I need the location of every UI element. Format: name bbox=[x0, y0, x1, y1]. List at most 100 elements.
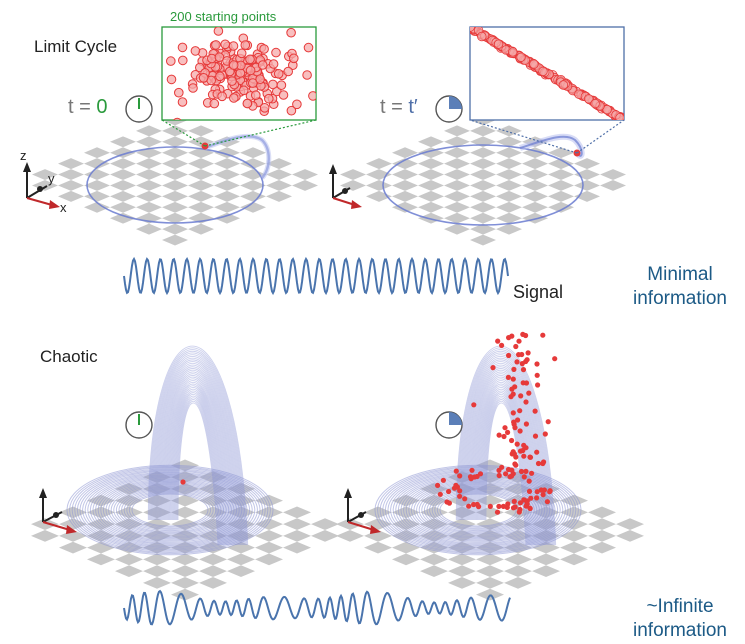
attractor-lobe bbox=[473, 380, 539, 546]
checker-tile bbox=[199, 553, 227, 566]
checker-tile bbox=[392, 541, 420, 554]
start-point-marker bbox=[303, 42, 314, 53]
converged-point-marker bbox=[558, 80, 569, 90]
start-point-marker bbox=[286, 27, 296, 38]
attractor-lobe bbox=[174, 397, 222, 546]
start-point-marker bbox=[268, 79, 278, 90]
attractor-lobe bbox=[164, 376, 232, 546]
time-label-t0-prefix: t = bbox=[68, 96, 97, 118]
start-point-marker bbox=[211, 40, 221, 50]
attractor-ring bbox=[76, 469, 264, 551]
checker-tile bbox=[496, 190, 522, 202]
chaotic-point-marker bbox=[534, 449, 540, 455]
converged-point-marker bbox=[470, 27, 475, 32]
checker-tile bbox=[588, 541, 616, 554]
checker-tile bbox=[31, 530, 59, 542]
checker-tile bbox=[84, 158, 110, 170]
checker-tile bbox=[266, 158, 292, 170]
checker-tile bbox=[266, 169, 292, 180]
checker-tile bbox=[418, 158, 444, 170]
converged-point-marker bbox=[538, 66, 548, 77]
chaotic-point-marker bbox=[523, 421, 530, 427]
attractor-lobe bbox=[173, 395, 223, 546]
checker-tile bbox=[162, 212, 188, 224]
attractor-lobe bbox=[157, 364, 239, 546]
attractor-ring bbox=[108, 483, 232, 537]
chaotic-point-marker bbox=[435, 482, 441, 488]
chaotic-point-marker bbox=[521, 497, 527, 503]
attractor-ring bbox=[128, 492, 212, 528]
checker-tile bbox=[214, 190, 240, 202]
chaotic-point-marker bbox=[547, 488, 553, 494]
chaotic-point-marker bbox=[544, 499, 551, 505]
chaotic-point-marker bbox=[535, 382, 541, 388]
start-point-marker bbox=[227, 76, 237, 86]
checker-tile bbox=[110, 158, 136, 170]
chaotic-point-marker bbox=[516, 338, 522, 344]
chaotic-point-marker bbox=[523, 445, 529, 451]
chaotic-point-marker bbox=[514, 359, 520, 365]
checker-tile bbox=[214, 212, 240, 224]
start-point-marker bbox=[198, 73, 209, 83]
attractor-ring bbox=[66, 464, 274, 556]
chaotic-point-marker bbox=[518, 393, 524, 399]
start-point-marker bbox=[245, 65, 256, 76]
checker-tile bbox=[340, 169, 366, 180]
attractor-lobe bbox=[458, 350, 554, 546]
chaotic-point-marker bbox=[540, 492, 546, 498]
checker-tile bbox=[588, 518, 616, 530]
chaotic-point-marker bbox=[525, 350, 531, 356]
chaotic-point-marker bbox=[528, 495, 534, 501]
checker-tile bbox=[418, 169, 444, 180]
start-point-marker bbox=[173, 117, 182, 120]
start-point-marker bbox=[286, 105, 297, 116]
checker-tile bbox=[162, 147, 188, 159]
checker-tile bbox=[162, 125, 188, 137]
chaotic-point-marker bbox=[471, 402, 477, 408]
attractor-ring bbox=[379, 467, 577, 553]
xyz-axes-icon-4 bbox=[344, 488, 381, 534]
checker-tile bbox=[548, 201, 574, 213]
chaotic-point-marker bbox=[513, 343, 519, 350]
checker-tile bbox=[496, 136, 522, 148]
checker-tile bbox=[392, 190, 418, 202]
checker-tile bbox=[136, 223, 162, 235]
checker-tile bbox=[162, 169, 188, 180]
infinite-info-line-2: information bbox=[633, 620, 727, 641]
attractor-lobe bbox=[167, 383, 229, 546]
start-point-marker bbox=[190, 46, 201, 56]
attractor-ring bbox=[71, 467, 269, 553]
checker-tile bbox=[162, 223, 188, 235]
checker-tile bbox=[470, 201, 496, 213]
attractor-ring bbox=[416, 483, 540, 537]
start-point-marker bbox=[292, 99, 302, 110]
checker-tile bbox=[143, 553, 171, 566]
chaotic-point-marker bbox=[532, 408, 538, 414]
checker-tile bbox=[214, 147, 240, 159]
chaotic-point-marker bbox=[469, 467, 475, 473]
checker-tile bbox=[255, 553, 283, 566]
checker-tile bbox=[616, 518, 644, 530]
checker-tile bbox=[199, 577, 227, 589]
start-point-marker bbox=[215, 71, 225, 82]
checker-tile bbox=[115, 565, 143, 578]
attractor-lobe bbox=[457, 349, 555, 546]
attractor-ring bbox=[418, 484, 538, 536]
checker-tile bbox=[188, 125, 214, 137]
checker-tile bbox=[283, 518, 311, 530]
start-point-marker bbox=[242, 98, 253, 109]
checker-tile bbox=[340, 180, 366, 191]
inset-converged-points bbox=[469, 26, 625, 121]
start-point-marker bbox=[228, 41, 239, 51]
start-point-marker bbox=[220, 39, 230, 50]
checker-tile bbox=[444, 158, 470, 170]
attractor-lobe bbox=[483, 399, 529, 546]
chaotic-point-marker bbox=[517, 506, 523, 513]
attractor-lobe bbox=[166, 381, 230, 546]
checker-tile bbox=[240, 180, 266, 191]
checker-tile bbox=[84, 169, 110, 180]
checker-tile bbox=[292, 169, 318, 180]
attractor-lobe bbox=[459, 352, 553, 546]
checker-tile bbox=[366, 190, 392, 202]
checker-tile bbox=[58, 190, 84, 202]
